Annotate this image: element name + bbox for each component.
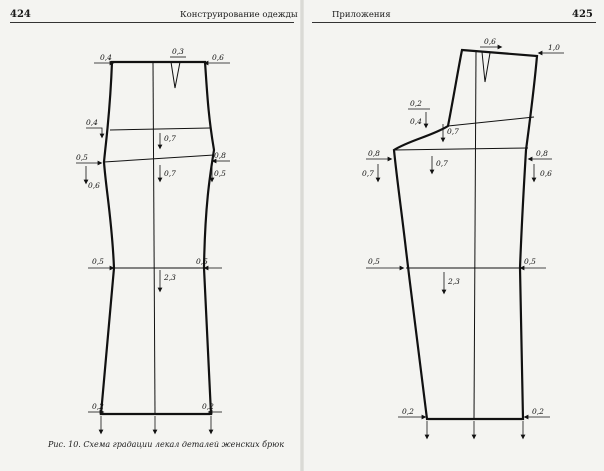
label-top-mid: 0,3 — [172, 47, 184, 56]
front-crotch-line — [103, 154, 215, 163]
label-waist-left-a: 0,2 — [410, 99, 422, 108]
front-pattern-outline — [99, 60, 216, 416]
right-page-number: 425 — [572, 9, 593, 20]
back-center-line — [473, 51, 477, 420]
label-hem-left: 0,2 — [92, 402, 104, 411]
figure-caption: Рис. 10. Схема градации лекал деталей же… — [48, 440, 284, 449]
label-knee-right: 0,5 — [524, 257, 536, 266]
label-hem-left: 0,2 — [402, 407, 414, 416]
label-knee-center: 2,3 — [447, 277, 460, 286]
label-knee-center: 2,3 — [163, 273, 176, 282]
label-hem-right: 0,2 — [532, 407, 544, 416]
back-pattern-outline — [392, 48, 539, 421]
label-hip-left: 0,4 — [86, 118, 98, 127]
label-hip-center: 0,7 — [447, 127, 459, 136]
label-crotch-left-b: 0,6 — [88, 181, 100, 190]
label-crotch-left-b: 0,7 — [362, 169, 374, 178]
left-page-number: 424 — [10, 9, 31, 20]
label-top-mid: 0,6 — [484, 37, 496, 46]
right-header-rule — [312, 22, 596, 23]
label-top-left: 0,4 — [100, 53, 112, 62]
right-running-head: Приложения — [332, 10, 391, 20]
back-crotch-line — [393, 147, 529, 151]
label-crotch-right-b: 0,5 — [214, 169, 226, 178]
label-top-right: 0,6 — [212, 53, 224, 62]
label-hem-right: 0,2 — [202, 402, 214, 411]
label-crotch-center: 0,7 — [164, 169, 176, 178]
label-crotch-right-a: 0,8 — [536, 149, 548, 158]
label-crotch-right-a: 0,8 — [214, 151, 226, 160]
gutter-shadow — [300, 0, 304, 471]
right-page: Приложения 425 0,6 1,0 0,2 — [302, 0, 604, 471]
back-dart — [481, 51, 491, 83]
label-knee-left: 0,5 — [368, 257, 380, 266]
label-hip-center: 0,7 — [164, 134, 176, 143]
front-trouser-pattern: 0,4 0,3 0,6 0,4 0,7 0,5 0,6 0,7 0,8 0,5 … — [76, 47, 230, 435]
front-dart — [170, 61, 181, 89]
label-knee-right: 0,5 — [196, 257, 208, 266]
label-crotch-right-b: 0,6 — [540, 169, 552, 178]
front-center-line — [152, 61, 156, 415]
front-hip-line — [109, 127, 211, 131]
left-page: 424 Конструирование одежды 0,4 0,3 — [10, 9, 298, 449]
left-header-rule — [10, 22, 294, 23]
back-trouser-pattern: 0,6 1,0 0,2 0,4 0,7 0,8 0,7 0,7 0,8 0,6 … — [362, 37, 564, 440]
label-knee-left: 0,5 — [92, 257, 104, 266]
label-top-right: 1,0 — [548, 43, 560, 52]
left-running-head: Конструирование одежды — [180, 10, 298, 20]
label-crotch-center: 0,7 — [436, 159, 448, 168]
back-hip-line — [447, 116, 535, 127]
label-crotch-left-a: 0,5 — [76, 153, 88, 162]
label-waist-left-b: 0,4 — [410, 117, 422, 126]
label-crotch-left-a: 0,8 — [368, 149, 380, 158]
